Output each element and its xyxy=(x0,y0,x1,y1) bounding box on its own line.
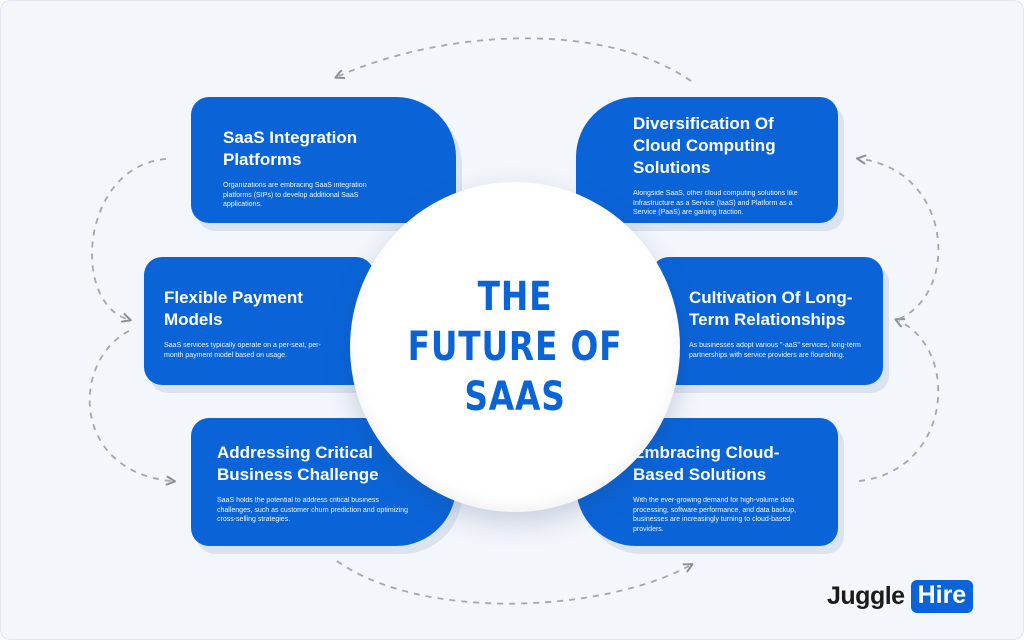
card-long-term-relationships: Cultivation Of Long-Term Relationships A… xyxy=(646,252,888,390)
arrow-left-lower xyxy=(88,330,176,486)
card-description: As businesses adopt various "-aaS" servi… xyxy=(689,342,861,359)
arrow-bottom xyxy=(336,560,694,605)
logo-text-juggle: Juggle xyxy=(827,581,905,610)
card-diversification-cloud: Diversification Of Cloud Computing Solut… xyxy=(571,92,843,228)
logo-text-hire: Hire xyxy=(910,579,974,613)
card-title: SaaS Integration Platforms xyxy=(223,128,358,169)
juggle-hire-logo: Juggle Hire xyxy=(827,579,974,613)
card-saas-integration-platforms: SaaS Integration Platforms Organizations… xyxy=(186,92,461,228)
card-title: Addressing Critical Business Challenge xyxy=(217,443,379,484)
card-description: SaaS services typically operate on a per… xyxy=(164,342,321,359)
card-description: SaaS holds the potential to address crit… xyxy=(217,497,409,523)
card-description: With the ever-growing demand for high-vo… xyxy=(633,497,797,533)
card-description: Alongside SaaS, other cloud computing so… xyxy=(633,190,798,216)
card-title: Flexible Payment Models xyxy=(164,288,303,329)
arrow-top xyxy=(334,37,692,82)
card-flexible-payment-models: Flexible Payment Models SaaS services ty… xyxy=(139,252,379,390)
card-description: Organizations are embracing SaaS integra… xyxy=(223,182,367,208)
center-circle: THE FUTURE OF SAAS xyxy=(350,182,680,512)
arrow-right-upper xyxy=(856,154,940,320)
card-title: Diversification Of Cloud Computing Solut… xyxy=(633,114,776,177)
card-title: Cultivation Of Long-Term Relationships xyxy=(689,288,853,329)
arrow-left-upper xyxy=(91,158,167,323)
center-title: THE FUTURE OF SAAS xyxy=(407,274,623,420)
card-title: Embracing Cloud-Based Solutions xyxy=(633,443,780,484)
